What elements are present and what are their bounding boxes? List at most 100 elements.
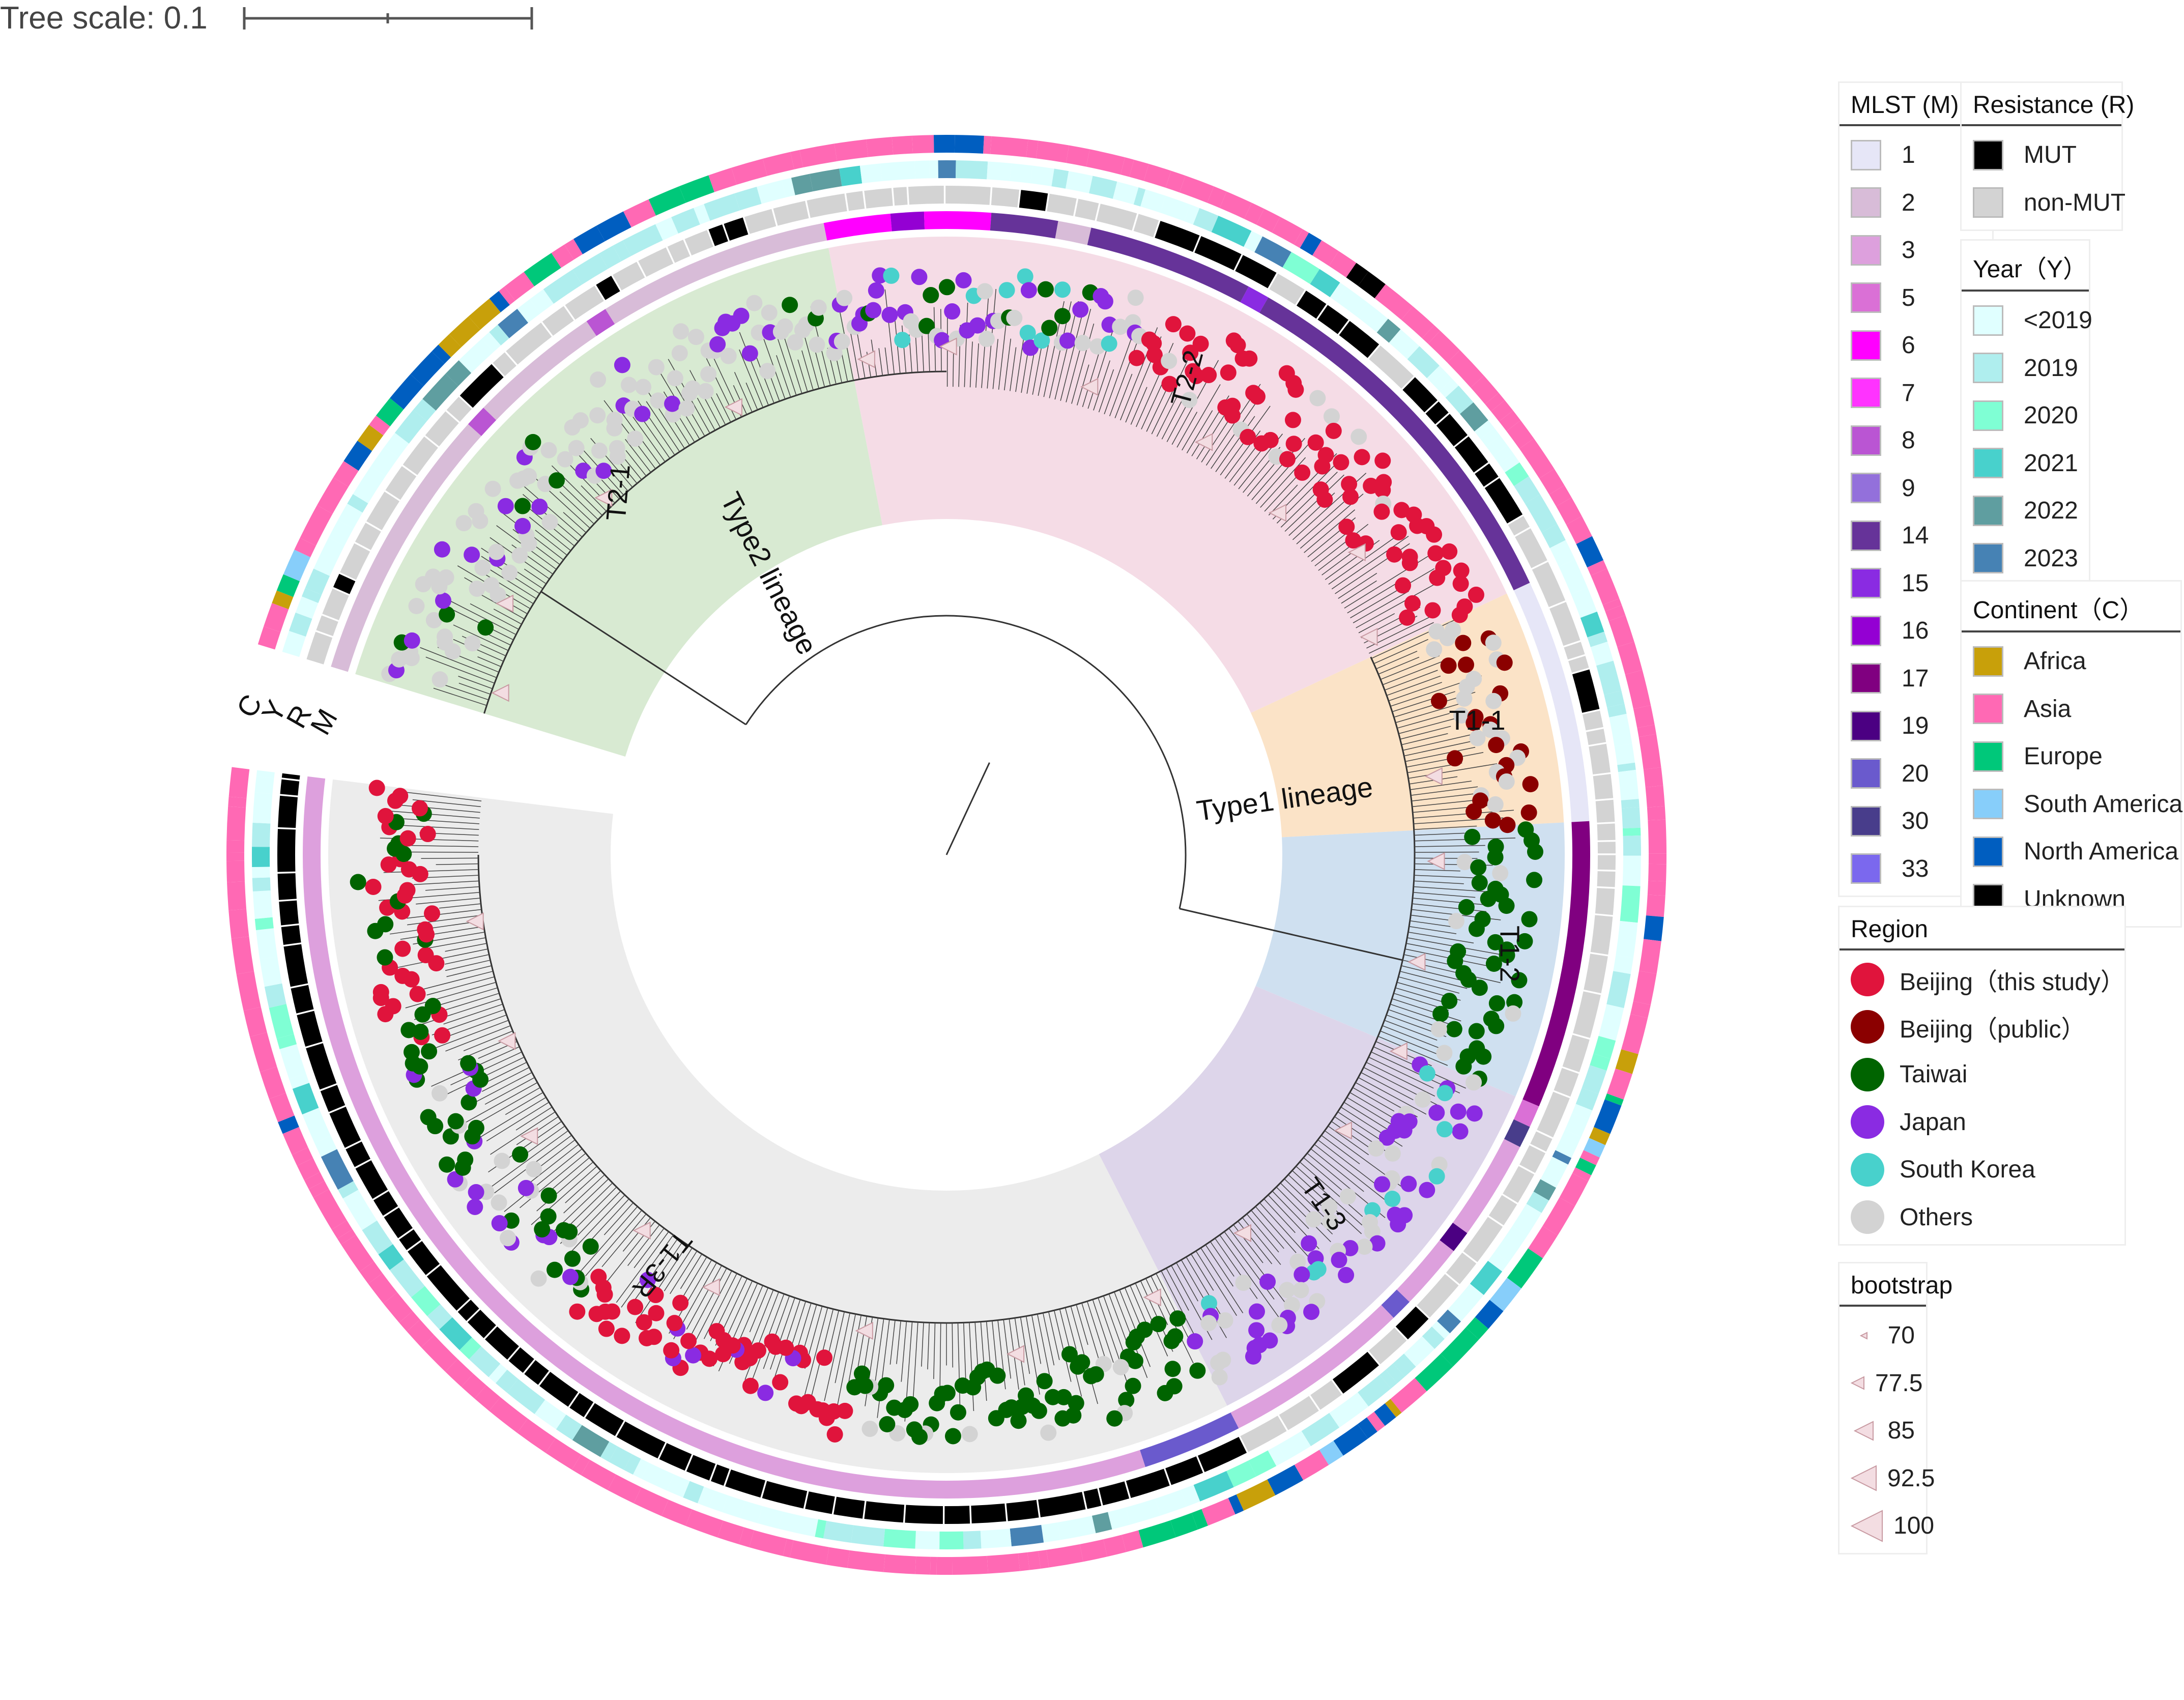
leaf-branch — [801, 350, 814, 391]
year-ring-segment — [1493, 445, 1514, 465]
mlst-ring-segment — [1230, 1305, 1394, 1429]
color-swatch — [1851, 758, 1881, 789]
tip-node — [1112, 319, 1129, 335]
tip-node — [1036, 1373, 1053, 1390]
continent-ring-segment — [826, 1547, 850, 1568]
mlst-legend-item: 3 — [1851, 226, 1981, 274]
leaf-branch — [1201, 418, 1230, 463]
continent-ring-segment — [331, 1220, 353, 1239]
tip-node — [1240, 428, 1256, 445]
year-ring-segment — [347, 494, 368, 513]
continent-ring-segment — [1312, 240, 1339, 266]
year-ring-segment — [362, 1220, 393, 1255]
resistance-ring-segment — [459, 364, 504, 408]
region-legend-item: Beijing（public） — [1851, 1003, 2113, 1051]
year-ring-segment — [915, 1531, 940, 1549]
tip-node — [671, 345, 688, 362]
tip-node — [557, 451, 573, 468]
year-ring-segment — [1184, 204, 1200, 225]
leaf-branch — [488, 1130, 569, 1189]
tip-node — [1262, 431, 1279, 448]
leaf-branch — [1378, 656, 1420, 675]
continent-ring-segment — [1602, 598, 1622, 612]
year-ring-segment — [1431, 1321, 1450, 1339]
legend-item-label: North America — [2024, 838, 2179, 866]
leaf-branch — [688, 1267, 727, 1340]
resistance-ring-segment — [1297, 291, 1327, 319]
continent-ring-segment — [1191, 1509, 1208, 1530]
tip-node — [1384, 1190, 1401, 1207]
continent-ring-segment — [1608, 615, 1634, 647]
tip-node — [1020, 282, 1037, 299]
continent-ring-segment — [421, 1335, 458, 1372]
year-ring-segment — [609, 1446, 633, 1470]
tip-node — [1466, 1105, 1483, 1122]
leaf-branch — [1384, 1020, 1438, 1041]
year-ring-segment — [1407, 346, 1440, 379]
continent-ring-segment — [1256, 209, 1280, 233]
leaf-branch — [397, 948, 488, 968]
tip-node — [816, 1349, 832, 1366]
tip-node — [1511, 972, 1528, 989]
year-ring-segment — [252, 867, 270, 878]
tip-node — [923, 287, 939, 304]
tip-node — [666, 1315, 683, 1332]
leaf-branch — [896, 1320, 901, 1364]
color-swatch — [1851, 710, 1881, 741]
year-ring-segment — [254, 917, 274, 931]
resistance-ring-segment — [1454, 436, 1488, 473]
year-ring-segment — [671, 208, 700, 234]
tip-node — [1457, 656, 1474, 673]
tip-node — [761, 304, 778, 321]
leaf-branch — [1406, 752, 1484, 768]
resistance-ring-segment — [944, 1506, 970, 1524]
tip-node — [944, 303, 961, 320]
leaf-branch — [443, 1003, 503, 1025]
leaf-branch — [969, 341, 973, 388]
continent-ring-segment — [1236, 1479, 1276, 1511]
continent-ring-segment — [333, 460, 359, 487]
tip-node — [1074, 335, 1091, 352]
continent-ring-segment — [1358, 271, 1386, 299]
year-ring-segment — [1066, 171, 1093, 193]
tip-node — [1321, 1213, 1338, 1230]
tip-node — [385, 998, 401, 1015]
continent-ring-segment — [231, 936, 254, 974]
leaf-branch — [1161, 401, 1182, 440]
leaf-branch — [1304, 509, 1356, 553]
leaf-branch — [582, 1210, 642, 1280]
bootstrap-legend-item: 85 — [1851, 1407, 1915, 1455]
tip-node — [664, 395, 681, 412]
tip-node — [1436, 1045, 1453, 1061]
year-ring-segment — [384, 433, 409, 457]
tip-node — [1429, 569, 1446, 586]
continent-legend-title: Continent（C） — [1962, 582, 2180, 632]
tip-node — [435, 592, 451, 609]
leaf-branch — [565, 1170, 601, 1203]
tip-node — [1338, 1266, 1355, 1283]
tip-node — [1325, 422, 1342, 439]
tip-node — [420, 1109, 437, 1126]
legend-item-label: 8 — [1902, 427, 1915, 454]
tip-node — [627, 430, 644, 447]
tip-node — [394, 940, 411, 957]
year-ring-segment — [757, 1506, 783, 1529]
bootstrap-marker — [1360, 628, 1378, 646]
color-swatch — [1973, 139, 2003, 170]
tree-scale-label: Tree scale: 0.1 — [0, 1, 208, 36]
leaf-branch — [443, 597, 516, 635]
continent-ring-segment — [762, 152, 794, 176]
year-ring-segment — [427, 1304, 452, 1330]
region-dot-icon — [1851, 962, 1884, 996]
continent-ring-segment — [915, 1556, 931, 1575]
tip-node — [514, 517, 531, 534]
resistance-ring-segment — [281, 925, 301, 945]
continent-ring-segment — [883, 1554, 916, 1574]
continent-ring-segment — [369, 415, 390, 436]
tip-node — [1404, 595, 1421, 612]
continent-ring-segment — [297, 1158, 320, 1180]
tip-node — [1485, 693, 1502, 709]
tip-node — [1505, 1005, 1521, 1022]
tip-node — [582, 1238, 599, 1255]
